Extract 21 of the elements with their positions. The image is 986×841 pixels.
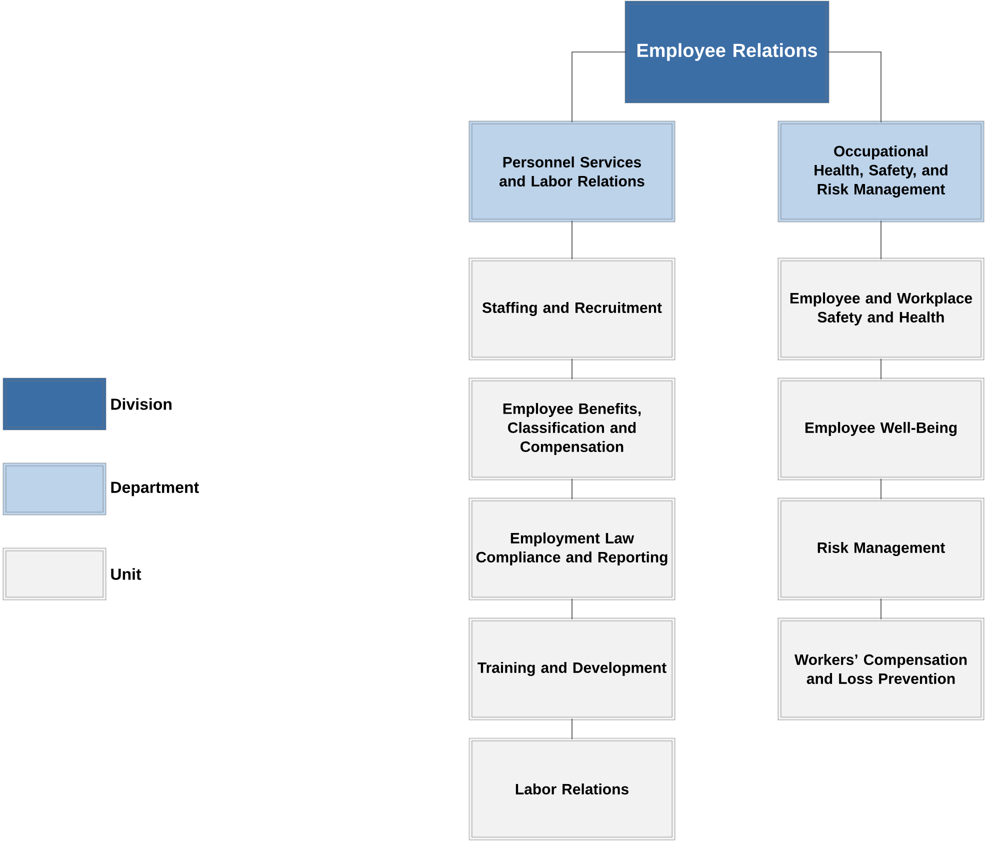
connector-line [880,220,882,260]
unit-box: Staffing and Recruitment [468,258,676,360]
unit-box: Employee Well-Being [778,378,984,480]
unit-box: Employee Benefits, Classification and Compensation [468,378,676,480]
legend-label: Unit [111,568,142,580]
department-box: Personnel Services and Labor Relations [468,120,676,222]
connector-line [880,358,882,380]
connector-line [572,52,627,123]
connector-line [880,478,882,500]
unit-box: Employment Law Compliance and Reporting [468,498,676,600]
unit-box: Employee and Workplace Safety and Health [778,258,984,360]
unit-box: Training and Development [468,618,676,720]
department-box: Occupational Health, Safety, and Risk Management [778,120,984,222]
unit-box: Risk Management [778,498,984,600]
legend-label: Department [111,482,199,496]
unit-box: Labor Relations [468,738,676,840]
unit-box: Workers’ Compensation and Loss Prevention [778,618,984,720]
connector-line [827,52,882,123]
connector-line [880,598,882,620]
legend-label: Division [111,398,172,410]
division-box: Employee Relations [624,0,830,104]
